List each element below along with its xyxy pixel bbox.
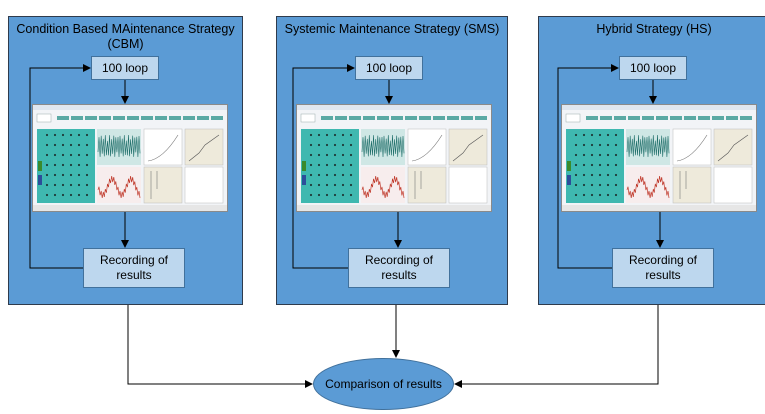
comparison-node: Comparison of results	[313, 358, 454, 410]
panel-title: Hybrid Strategy (HS)	[596, 22, 712, 36]
arrow-to-comparison	[454, 305, 659, 388]
arrow-feedback	[292, 64, 355, 269]
recording-box-hs: Recording of results	[612, 248, 714, 288]
panel-title: Systemic Maintenance Strategy (SMS)	[284, 22, 500, 36]
arrow-feedback	[29, 64, 91, 269]
panel-title: Condition Based MAintenance Strategy (CB…	[16, 22, 235, 51]
simulation-screenshot-hs	[561, 104, 757, 212]
arrow-feedback	[557, 64, 619, 269]
screen-drawing	[297, 105, 491, 211]
loop-box-hs: 100 loop	[619, 56, 687, 80]
simulation-screenshot-cbm	[32, 104, 228, 212]
screen-drawing	[33, 105, 227, 211]
recording-box-sms: Recording of results	[348, 248, 450, 288]
loop-box-cbm: 100 loop	[91, 56, 159, 80]
recording-box-cbm: Recording of results	[83, 248, 185, 288]
simulation-screenshot-sms	[296, 104, 492, 212]
loop-box-sms: 100 loop	[355, 56, 423, 80]
screen-drawing	[562, 105, 756, 211]
arrow-to-comparison	[127, 305, 313, 388]
